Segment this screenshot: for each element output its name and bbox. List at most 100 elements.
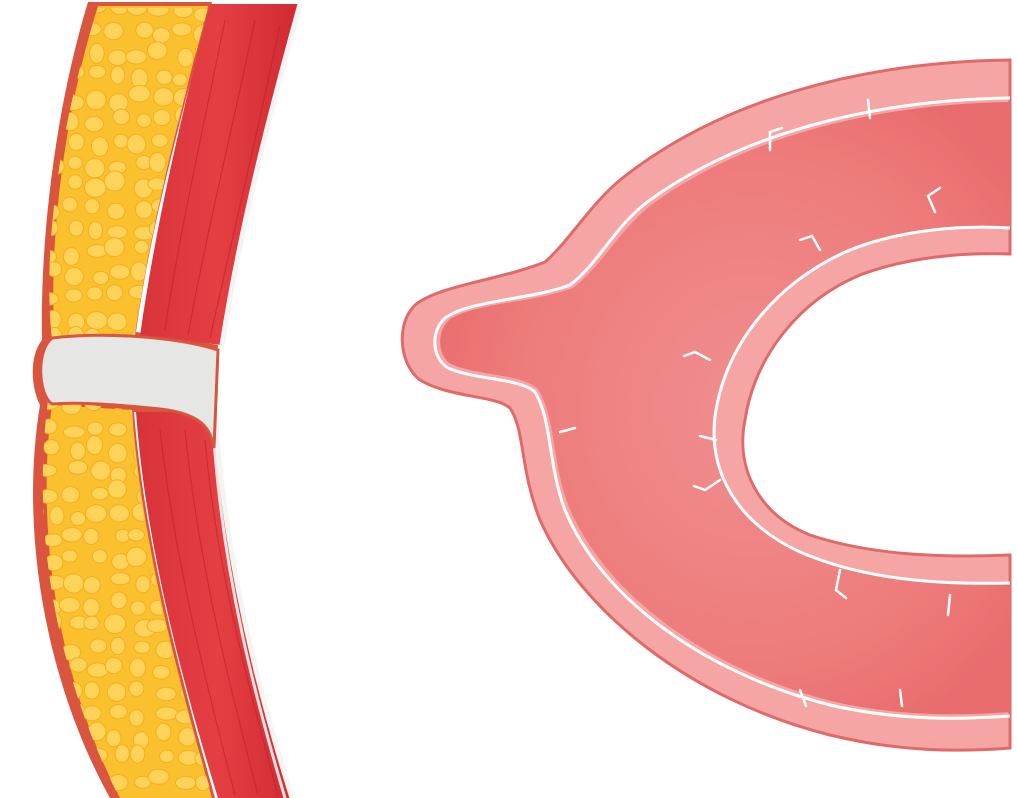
fat-cell — [109, 705, 127, 719]
fat-cell — [87, 422, 103, 435]
fat-cell — [127, 134, 146, 154]
fat-cell — [219, 401, 240, 416]
fat-cell — [172, 74, 187, 87]
fat-cell — [160, 750, 174, 763]
fat-cell — [90, 639, 107, 653]
fat-cell — [22, 64, 38, 80]
fat-cell — [68, 175, 83, 189]
fat-cell — [20, 771, 37, 784]
fat-cell — [137, 114, 152, 127]
fat-cell — [83, 576, 100, 593]
fat-cell — [136, 22, 154, 38]
fat-cell — [40, 67, 56, 81]
fat-cell — [19, 681, 40, 701]
fat-cell — [147, 42, 167, 60]
fat-cell — [108, 50, 127, 66]
fat-cell — [45, 771, 64, 790]
fat-cell — [45, 748, 63, 764]
fat-cell — [41, 29, 59, 43]
fat-cell — [84, 682, 99, 699]
fat-cell — [44, 440, 60, 455]
fat-cell — [24, 263, 45, 280]
fat-cell — [23, 157, 38, 172]
fat-cell — [110, 265, 130, 280]
fat-cell — [23, 416, 38, 435]
fat-cell — [111, 637, 126, 654]
fat-cell — [70, 770, 85, 788]
fat-cell — [24, 290, 43, 307]
fat-cell — [92, 549, 107, 563]
fat-cell — [109, 423, 127, 436]
fat-cell — [18, 461, 33, 477]
fat-cell — [68, 133, 84, 150]
fat-cell — [87, 287, 103, 300]
fat-cell — [156, 723, 171, 741]
fat-cell — [129, 285, 148, 298]
fat-cell — [65, 268, 84, 286]
fat-cell — [67, 0, 83, 18]
fat-cell — [26, 667, 41, 679]
fat-cell — [71, 512, 86, 526]
fat-cell — [18, 726, 35, 740]
fat-cell — [136, 576, 150, 593]
fat-cell — [16, 138, 37, 150]
fat-cell — [86, 505, 107, 523]
fat-cell — [47, 681, 62, 701]
fat-cell — [20, 311, 35, 324]
fat-cell — [172, 23, 192, 36]
fat-cell — [61, 528, 82, 542]
fat-cell — [86, 90, 106, 109]
fat-cell — [19, 399, 37, 415]
fat-cell — [153, 28, 171, 44]
fat-cell — [135, 201, 152, 219]
fat-cell — [86, 436, 102, 455]
fat-cell — [131, 262, 147, 281]
fat-cell — [104, 23, 123, 40]
fat-cell — [221, 358, 241, 371]
fat-cell — [153, 109, 170, 125]
fat-cell — [24, 620, 39, 635]
fat-cell — [63, 248, 79, 266]
fat-cell — [130, 658, 146, 677]
fat-cell — [69, 220, 83, 236]
fat-cell — [106, 730, 121, 747]
fat-cell — [44, 534, 63, 547]
fat-cell — [70, 658, 87, 672]
fat-cell — [104, 614, 125, 634]
fat-cell — [22, 42, 39, 57]
fat-cell — [130, 745, 144, 763]
fat-cell — [156, 70, 172, 85]
fat-cell — [154, 88, 174, 106]
fat-cell — [83, 706, 101, 721]
bowel-loop — [402, 60, 1010, 750]
fat-cell — [70, 442, 85, 460]
fat-cell — [39, 44, 58, 62]
abdominal-wall — [15, 0, 300, 798]
fat-cell — [91, 461, 111, 480]
fat-cell — [84, 616, 99, 629]
fat-cell — [114, 134, 129, 148]
fat-cell — [178, 48, 194, 67]
fat-cell — [62, 197, 77, 212]
fat-cell — [65, 289, 82, 302]
fat-cell — [104, 171, 125, 191]
fat-cell — [91, 137, 108, 157]
fat-cell — [83, 598, 99, 616]
fat-cell — [68, 156, 83, 169]
fat-cell — [15, 639, 36, 651]
fat-cell — [109, 505, 129, 522]
fat-cell — [156, 707, 178, 720]
fat-cell — [134, 240, 148, 253]
fat-cell — [220, 414, 235, 433]
fat-cell — [20, 241, 38, 255]
fat-cell — [88, 221, 102, 239]
fat-cell — [68, 461, 87, 475]
fat-cell — [19, 599, 35, 612]
fat-cell — [89, 65, 106, 78]
fat-cell — [21, 21, 36, 40]
fat-cell — [107, 203, 125, 219]
fat-cell — [86, 312, 107, 330]
fat-cell — [50, 506, 64, 525]
fat-cell — [44, 1, 59, 20]
